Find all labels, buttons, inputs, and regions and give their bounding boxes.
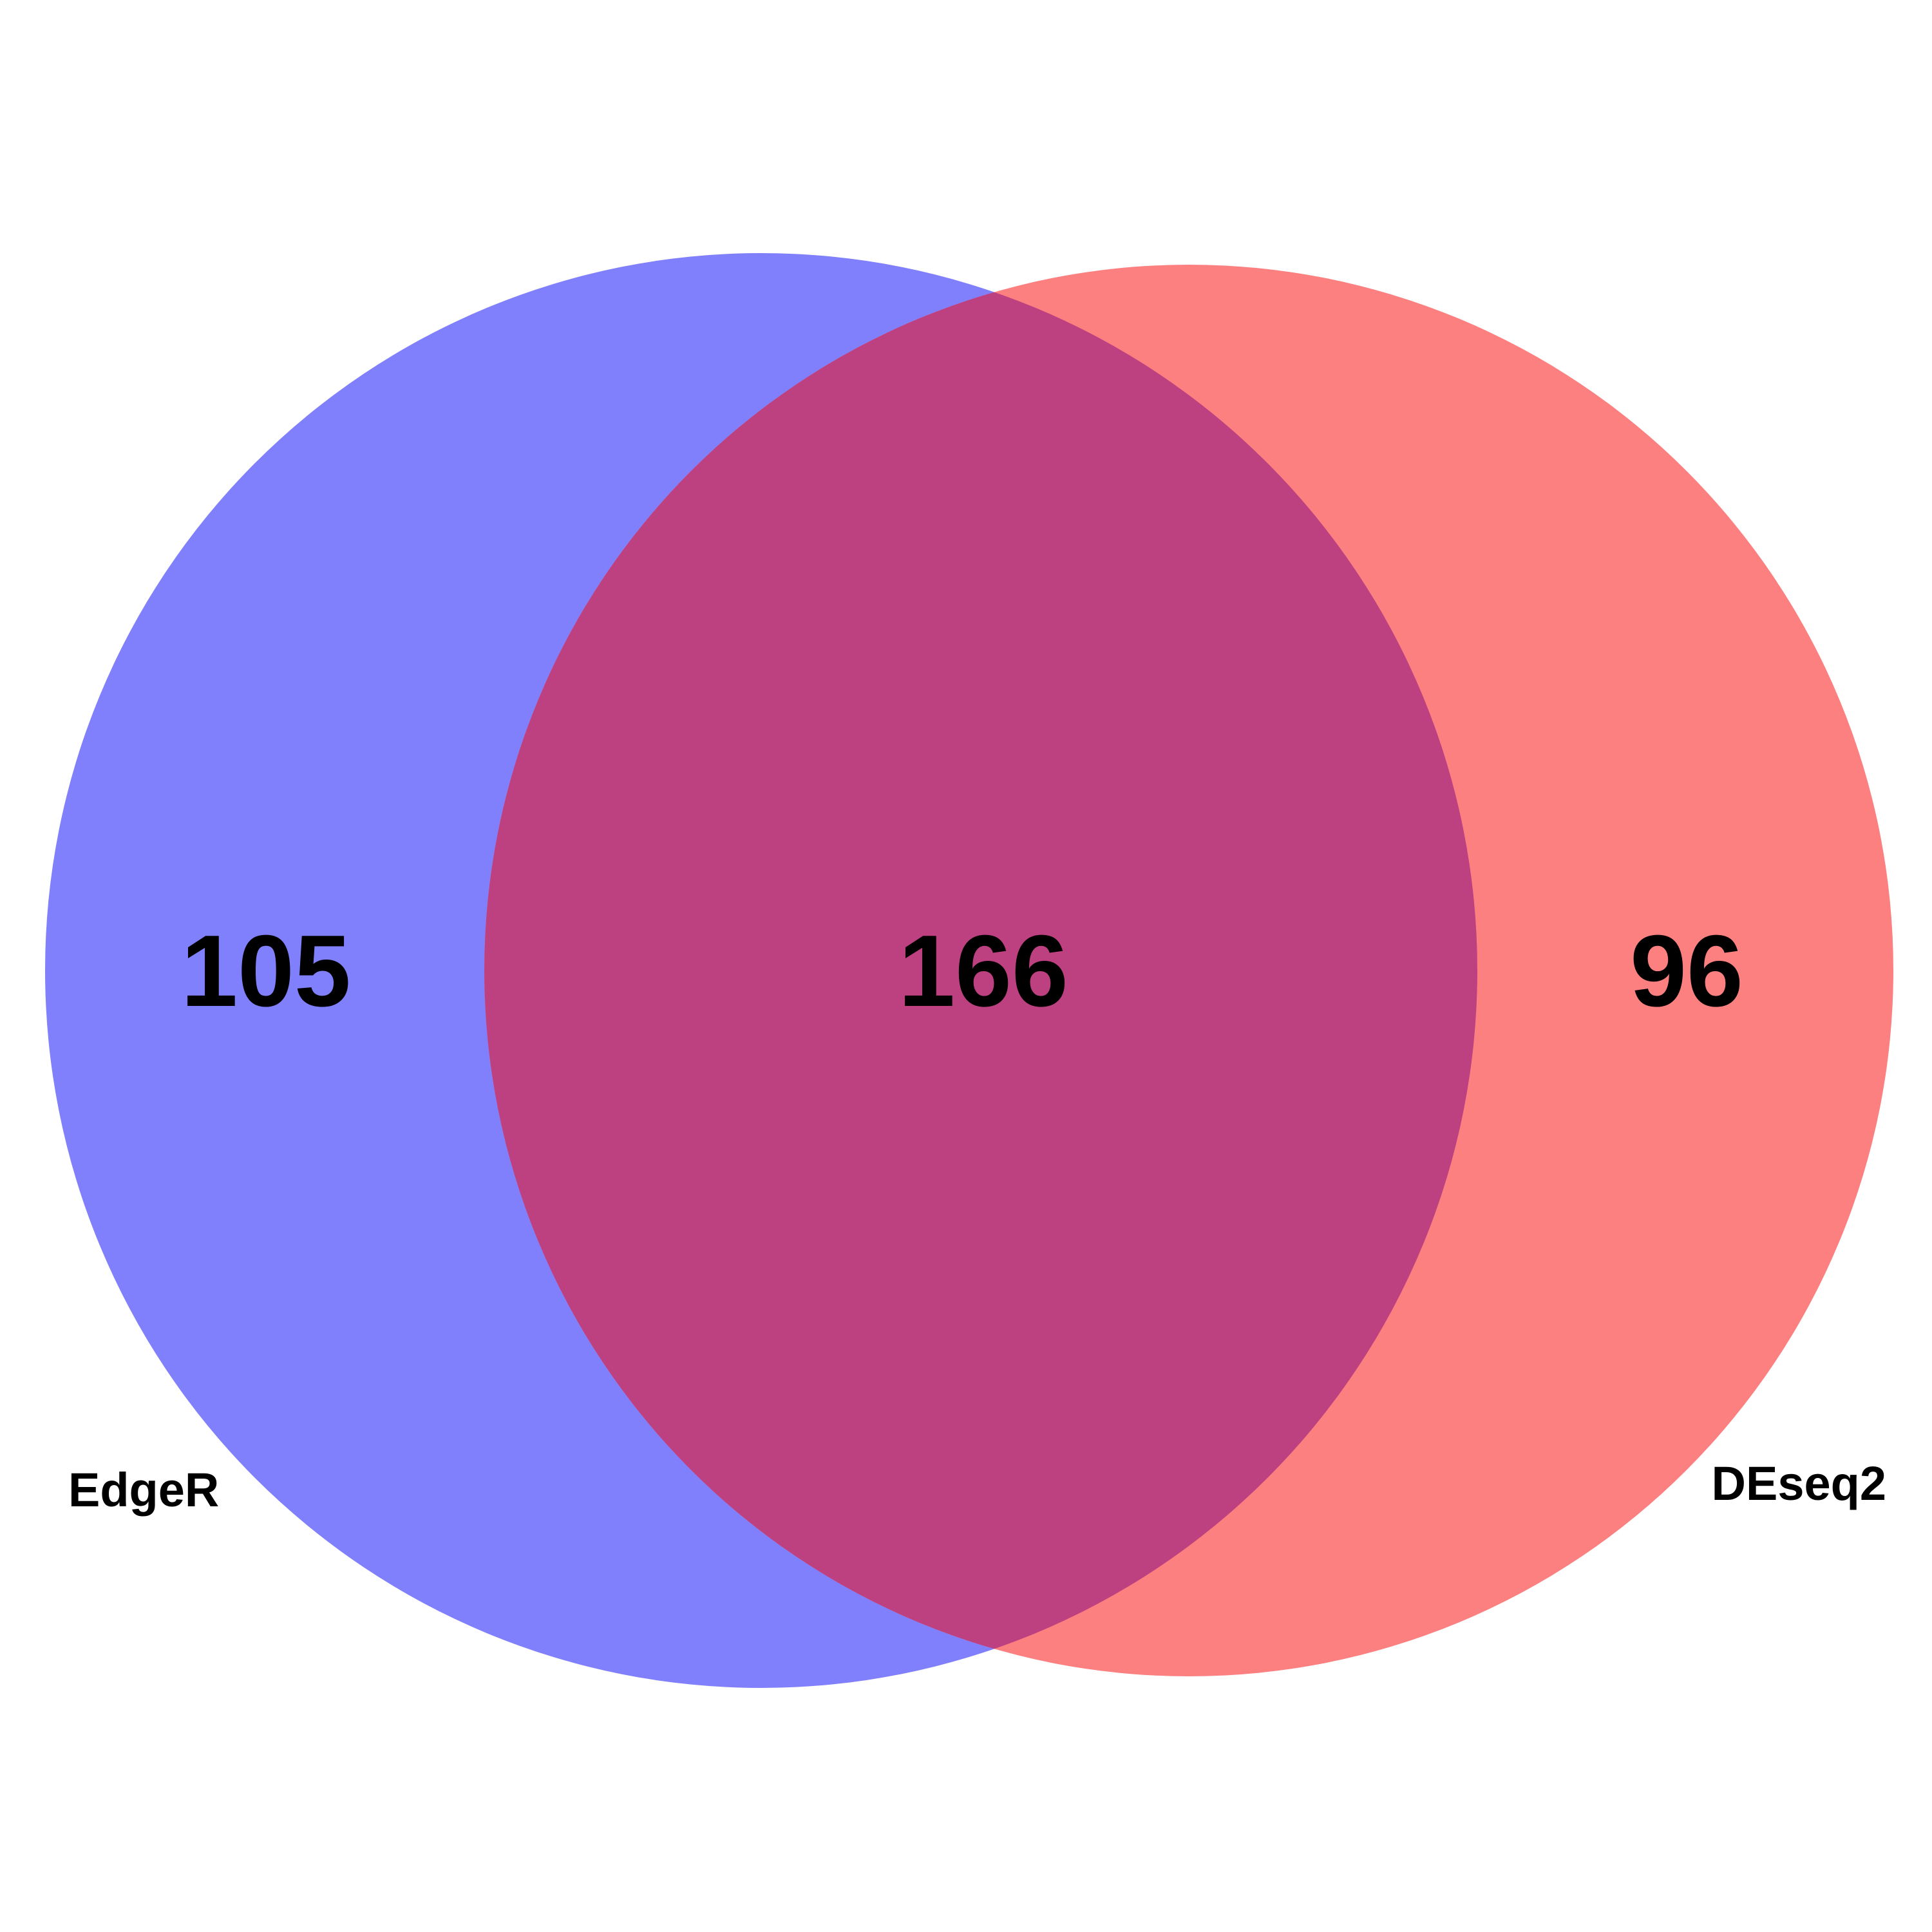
- overlap-region: [484, 265, 1477, 1676]
- edger-set-label: EdgeR: [68, 1463, 219, 1517]
- deseq2-only-count: 96: [1630, 914, 1743, 1028]
- deseq2-set-label: DEseq2: [1712, 1457, 1886, 1510]
- overlap-count: 166: [898, 914, 1068, 1028]
- edger-only-count: 105: [181, 914, 351, 1028]
